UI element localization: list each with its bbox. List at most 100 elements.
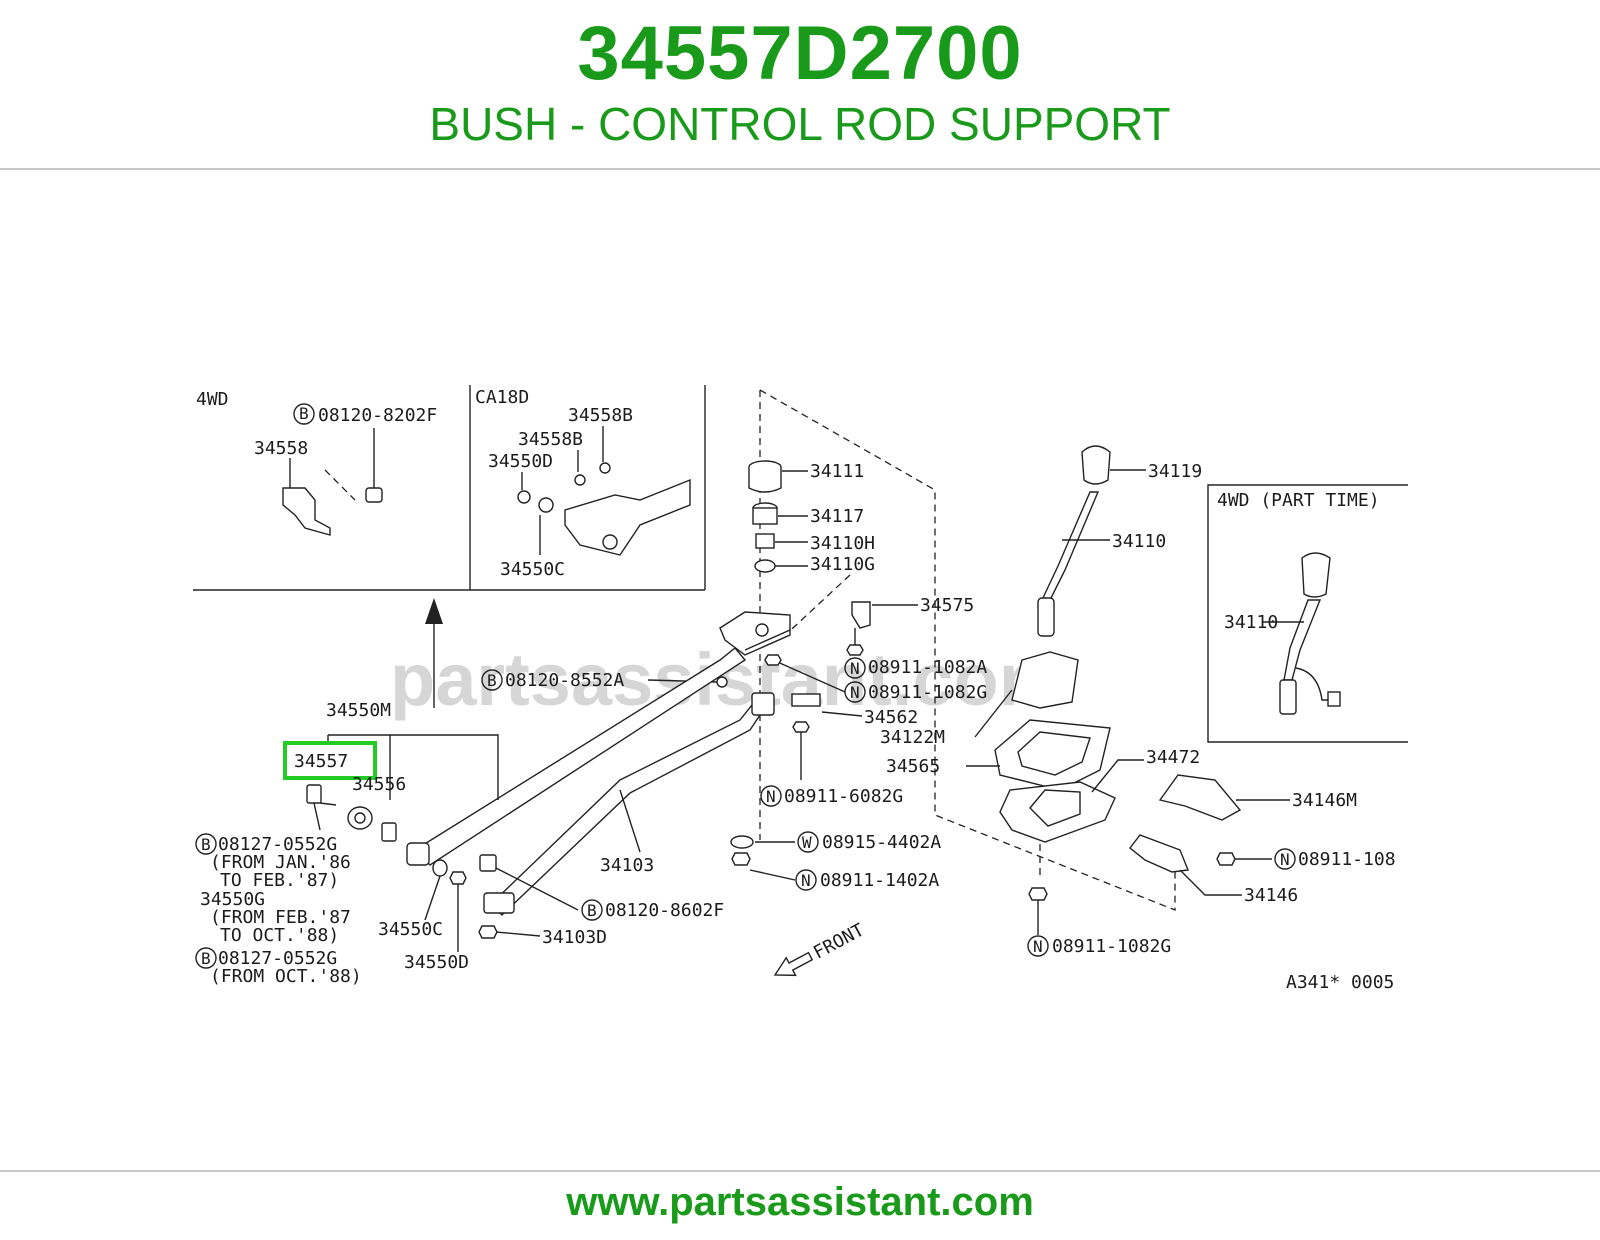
label-34110: 34110: [1112, 531, 1166, 552]
label-08915-4402A: 08915-4402A: [822, 832, 941, 853]
label-34103: 34103: [600, 855, 654, 876]
svg-text:N: N: [850, 683, 860, 702]
label-from-feb87: (FROM FEB.'87: [210, 907, 351, 928]
part-34110G-shape: [754, 559, 776, 573]
label-34122M: 34122M: [880, 727, 945, 748]
front-arrow-icon: [773, 951, 814, 977]
svg-text:B: B: [201, 949, 211, 968]
front-arrow: FRONT: [773, 920, 868, 977]
up-arrow-icon: [425, 598, 443, 624]
label-34110-part-time: 34110: [1224, 612, 1278, 633]
shifter-stack: 34111 34117 34110H 34110G: [748, 460, 875, 575]
part-number-title: 34557D2700: [577, 11, 1023, 96]
label-08911-108: 08911-108: [1298, 849, 1396, 870]
label-34110G: 34110G: [810, 554, 875, 575]
label-34562: 34562: [864, 707, 918, 728]
label-34119: 34119: [1148, 461, 1202, 482]
header-divider: [0, 168, 1600, 170]
footer-divider: [0, 1170, 1600, 1172]
highlighted-part-34557[interactable]: 34557: [283, 741, 377, 780]
shift-lever-34110: 34119 34110 34122M: [880, 445, 1202, 748]
label-34472: 34472: [1146, 747, 1200, 768]
bush-34557-shape: [347, 806, 373, 830]
highlighted-part-label[interactable]: 34557: [294, 751, 348, 772]
label-08911-1402A: 08911-1402A: [820, 870, 939, 891]
seal-34565-shape: [994, 719, 1111, 791]
label-from-jan86: (FROM JAN.'86: [210, 852, 351, 873]
label-34558B: 34558B: [518, 429, 583, 450]
label-08120-8552A: 08120-8552A: [505, 670, 624, 691]
label-34146: 34146: [1244, 885, 1298, 906]
label-34117: 34117: [810, 506, 864, 527]
svg-text:N: N: [1033, 937, 1043, 956]
label-08911-1082G: 08911-1082G: [868, 682, 987, 703]
label-from-oct88: (FROM OCT.'88): [210, 966, 362, 987]
label-34146M: 34146M: [1292, 790, 1357, 811]
washer-shape: [730, 835, 754, 849]
part-34117-shape: [752, 507, 778, 525]
website-link[interactable]: www.partsassistant.com: [566, 1180, 1034, 1224]
label-08911-6082G: 08911-6082G: [784, 786, 903, 807]
diagram-reference-code: A341* 0005: [1286, 972, 1394, 993]
bracket-34146-shape: [1129, 834, 1189, 873]
inset-4wd-part-time: 4WD (PART TIME) 34110: [1207, 484, 1408, 743]
label-front: FRONT: [810, 920, 868, 964]
shift-knob-34119: [1081, 445, 1111, 485]
inset-4wd: 4WD B 08120-8202F 34558: [196, 389, 437, 536]
inset-title-4wd: 4WD: [196, 389, 229, 410]
inset-title-4wd-part-time: 4WD (PART TIME): [1217, 490, 1380, 511]
part-34111-shape: [748, 467, 782, 493]
label-34111: 34111: [810, 461, 864, 482]
label-08120-8602F: 08120-8602F: [605, 900, 724, 921]
label-34558B-top: 34558B: [568, 405, 633, 426]
bolt-08127-shape: [306, 784, 322, 804]
svg-text:N: N: [801, 871, 811, 890]
svg-text:B: B: [487, 671, 497, 690]
label-34556: 34556: [352, 774, 406, 795]
bolt-shape: [365, 487, 383, 503]
svg-text:N: N: [1280, 850, 1290, 869]
inset-title-ca18d: CA18D: [475, 387, 529, 408]
svg-text:B: B: [201, 835, 211, 854]
support-block-shape: [564, 478, 691, 556]
bracket-34146M-shape: [1158, 774, 1242, 821]
svg-text:N: N: [850, 659, 860, 678]
bolt-symbol-icon: [293, 403, 315, 425]
svg-text:B: B: [299, 404, 309, 423]
label-34550C: 34550C: [378, 919, 443, 940]
collar-34556-shape: [381, 822, 397, 842]
label-08127-0552G-1: 08127-0552G: [218, 834, 337, 855]
label-to-feb87: TO FEB.'87): [220, 870, 339, 891]
label-34550C-inset: 34550C: [500, 559, 565, 580]
label-08911-1082A: 08911-1082A: [868, 657, 987, 678]
control-rod-34103: [488, 692, 775, 916]
bracket-34558-shape: [282, 487, 331, 536]
label-34550D: 34550D: [404, 952, 469, 973]
inset-frame: [193, 385, 706, 708]
svg-text:B: B: [587, 901, 597, 920]
svg-text:W: W: [802, 833, 812, 852]
bush-assembly: [306, 784, 515, 939]
label-08911-1082G-bottom: 08911-1082G: [1052, 936, 1171, 957]
support-plate-shape: [719, 611, 791, 656]
label-34550D-inset: 34550D: [488, 451, 553, 472]
spring-34110H: [755, 533, 775, 549]
label-08127-0552G-2: 08127-0552G: [218, 948, 337, 969]
label-34558: 34558: [254, 438, 308, 459]
inset-ca18d: CA18D 34558B 34558B 34550D 34550C: [475, 387, 691, 580]
boot-34122M: [1011, 651, 1079, 709]
label-34103D: 34103D: [542, 927, 607, 948]
label-34550M: 34550M: [326, 700, 391, 721]
label-34575: 34575: [920, 595, 974, 616]
label-08120-8202F: 08120-8202F: [318, 405, 437, 426]
part-34575-shape: [851, 601, 871, 629]
label-34565: 34565: [886, 756, 940, 777]
part-34562-shape: [791, 693, 821, 707]
base-34472-shape: [999, 781, 1116, 843]
svg-text:N: N: [766, 787, 776, 806]
label-34550G: 34550G: [200, 889, 265, 910]
label-to-oct88: TO OCT.'88): [220, 925, 339, 946]
label-34110H: 34110H: [810, 533, 875, 554]
part-description: BUSH - CONTROL ROD SUPPORT: [429, 98, 1171, 150]
